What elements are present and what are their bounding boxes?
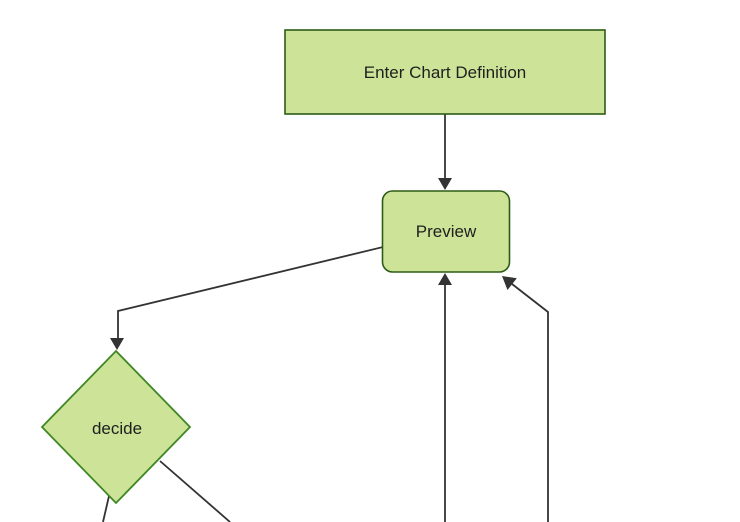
edge-line [117,246,384,340]
arrowhead [438,273,452,285]
arrowhead [438,178,452,190]
edge-preview-to-decide [110,246,384,350]
arrowhead [502,276,517,290]
node-preview: Preview [381,190,511,273]
node-shape [284,29,606,115]
edge-line [511,283,549,522]
edge-decide-to-offscreen-right [159,460,231,522]
edge-decide-to-offscreen-left [102,495,110,522]
edge-line [102,495,110,522]
edge-enter-to-preview [438,114,452,190]
edge-from-bottom-to-preview [438,273,452,522]
node-decide: decide [40,349,192,505]
node-shape [40,349,192,505]
edge-line [159,460,231,522]
edge-from-bottom-right-to-preview [502,276,549,522]
node-label: Enter Chart Definition [364,63,527,82]
node-shape [381,190,511,273]
arrowhead [110,338,124,350]
node-label: decide [92,419,142,438]
node-enter-chart-definition: Enter Chart Definition [284,29,606,115]
node-label: Preview [416,222,477,241]
